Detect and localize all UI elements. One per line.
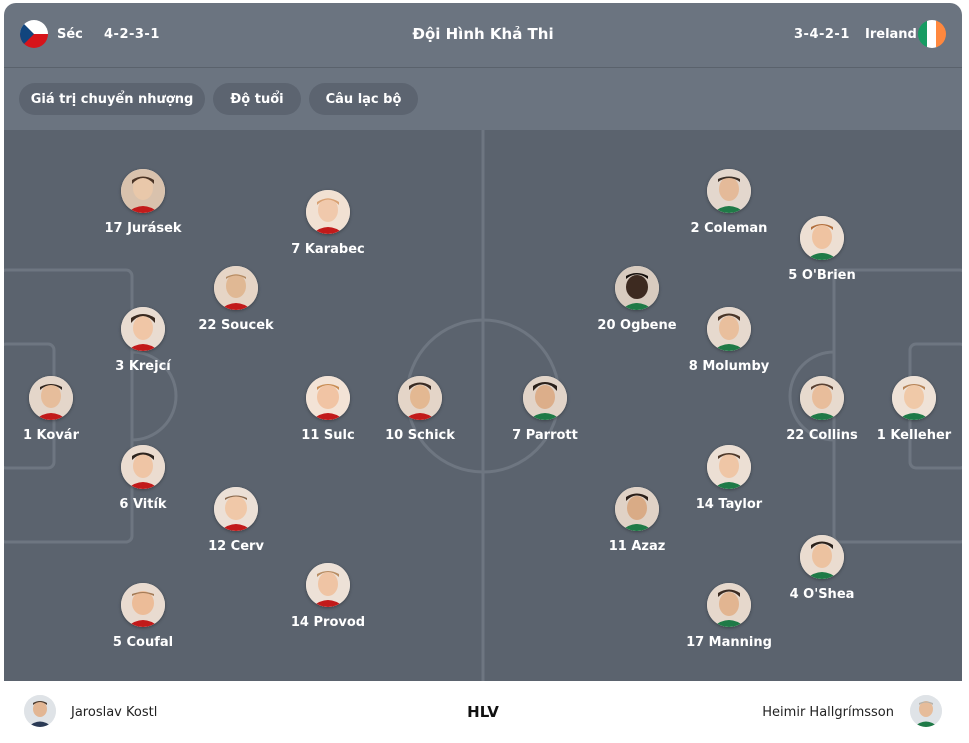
away-team-name: Ireland — [865, 27, 917, 42]
player-jurasek[interactable]: 17 Jurásek — [83, 169, 203, 236]
player-soucek[interactable]: 22 Soucek — [176, 266, 296, 333]
player-parrott[interactable]: 7 Parrott — [485, 376, 605, 443]
player-name: 7 Parrott — [512, 428, 578, 443]
player-avatar — [121, 583, 165, 627]
pitch: 17 Jurásek 7 Karabec 22 Soucek 3 Krejcí — [4, 130, 962, 681]
home-team-name: Séc — [57, 27, 83, 42]
player-molumby[interactable]: 8 Molumby — [669, 307, 789, 374]
player-azaz[interactable]: 11 Azaz — [577, 487, 697, 554]
player-name: 12 Cerv — [208, 539, 264, 554]
player-karabec[interactable]: 7 Karabec — [268, 190, 388, 257]
player-kovar[interactable]: 1 Kovár — [4, 376, 111, 443]
home-formation: 4-2-3-1 — [104, 27, 160, 42]
tab-age[interactable]: Độ tuổi — [213, 83, 301, 115]
player-avatar — [800, 216, 844, 260]
player-collins[interactable]: 22 Collins — [762, 376, 882, 443]
player-avatar — [214, 266, 258, 310]
home-coach-avatar[interactable] — [24, 695, 56, 727]
player-name: 14 Taylor — [695, 497, 763, 512]
player-name: 1 Kovár — [22, 428, 79, 443]
player-kelleher[interactable]: 1 Kelleher — [854, 376, 962, 443]
player-name: 17 Manning — [686, 635, 772, 650]
away-formation: 3-4-2-1 — [794, 27, 850, 42]
player-avatar — [121, 445, 165, 489]
player-schick[interactable]: 10 Schick — [360, 376, 480, 443]
player-obrien[interactable]: 5 O'Brien — [762, 216, 882, 283]
player-name: 3 Krejcí — [115, 359, 171, 374]
player-name: 6 Vitík — [119, 497, 167, 512]
player-ogbene[interactable]: 20 Ogbene — [577, 266, 697, 333]
player-provod[interactable]: 14 Provod — [268, 563, 388, 630]
player-cerv[interactable]: 12 Cerv — [176, 487, 296, 554]
player-name: 22 Soucek — [198, 318, 274, 333]
player-name: 14 Provod — [290, 615, 366, 630]
player-avatar — [707, 307, 751, 351]
player-avatar — [615, 266, 659, 310]
player-name: 11 Sulc — [301, 428, 355, 443]
player-oshea[interactable]: 4 O'Shea — [762, 535, 882, 602]
player-name: 10 Schick — [385, 428, 455, 443]
player-avatar — [615, 487, 659, 531]
player-name: 7 Karabec — [291, 242, 365, 257]
player-avatar — [306, 190, 350, 234]
player-name: 20 Ogbene — [597, 318, 677, 333]
lineup-header: Séc 4-2-3-1 Đội Hình Khả Thi 3-4-2-1 Ire… — [4, 3, 962, 67]
home-coach-name[interactable]: Jaroslav Kostl — [71, 705, 158, 720]
player-avatar — [214, 487, 258, 531]
player-sulc[interactable]: 11 Sulc — [268, 376, 388, 443]
filter-tabs: Giá trị chuyển nhượng Độ tuổi Câu lạc bộ — [4, 68, 962, 130]
player-avatar — [707, 169, 751, 213]
page-title: Đội Hình Khả Thi — [412, 25, 554, 43]
player-name: 4 O'Shea — [789, 587, 855, 602]
player-name: 22 Collins — [786, 428, 858, 443]
coach-label: HLV — [467, 703, 499, 721]
player-manning[interactable]: 17 Manning — [669, 583, 789, 650]
away-coach-avatar[interactable] — [910, 695, 942, 727]
player-name: 5 O'Brien — [788, 268, 856, 283]
tab-market-value[interactable]: Giá trị chuyển nhượng — [19, 83, 205, 115]
player-krejci[interactable]: 3 Krejcí — [83, 307, 203, 374]
player-avatar — [800, 535, 844, 579]
player-vitik[interactable]: 6 Vitík — [83, 445, 203, 512]
player-name: 8 Molumby — [688, 359, 770, 374]
player-name: 11 Azaz — [608, 539, 666, 554]
player-avatar — [306, 376, 350, 420]
player-name: 1 Kelleher — [876, 428, 952, 443]
away-coach-name[interactable]: Heimir Hallgrímsson — [762, 705, 894, 720]
player-avatar — [29, 376, 73, 420]
ireland-flag-icon — [918, 20, 946, 48]
player-taylor[interactable]: 14 Taylor — [669, 445, 789, 512]
player-coufal[interactable]: 5 Coufal — [83, 583, 203, 650]
player-avatar — [707, 583, 751, 627]
lineup-card: Séc 4-2-3-1 Đội Hình Khả Thi 3-4-2-1 Ire… — [4, 3, 962, 741]
player-coleman[interactable]: 2 Coleman — [669, 169, 789, 236]
player-avatar — [398, 376, 442, 420]
player-name: 2 Coleman — [690, 221, 768, 236]
player-avatar — [306, 563, 350, 607]
player-name: 17 Jurásek — [104, 221, 182, 236]
player-avatar — [892, 376, 936, 420]
player-avatar — [121, 307, 165, 351]
player-avatar — [523, 376, 567, 420]
player-avatar — [121, 169, 165, 213]
player-avatar — [707, 445, 751, 489]
tab-club[interactable]: Câu lạc bộ — [309, 83, 418, 115]
coach-footer: Jaroslav Kostl HLV Heimir Hallgrímsson — [4, 681, 962, 741]
header-divider — [4, 67, 962, 68]
player-name: 5 Coufal — [112, 635, 174, 650]
czech-flag-icon — [20, 20, 48, 48]
player-avatar — [800, 376, 844, 420]
